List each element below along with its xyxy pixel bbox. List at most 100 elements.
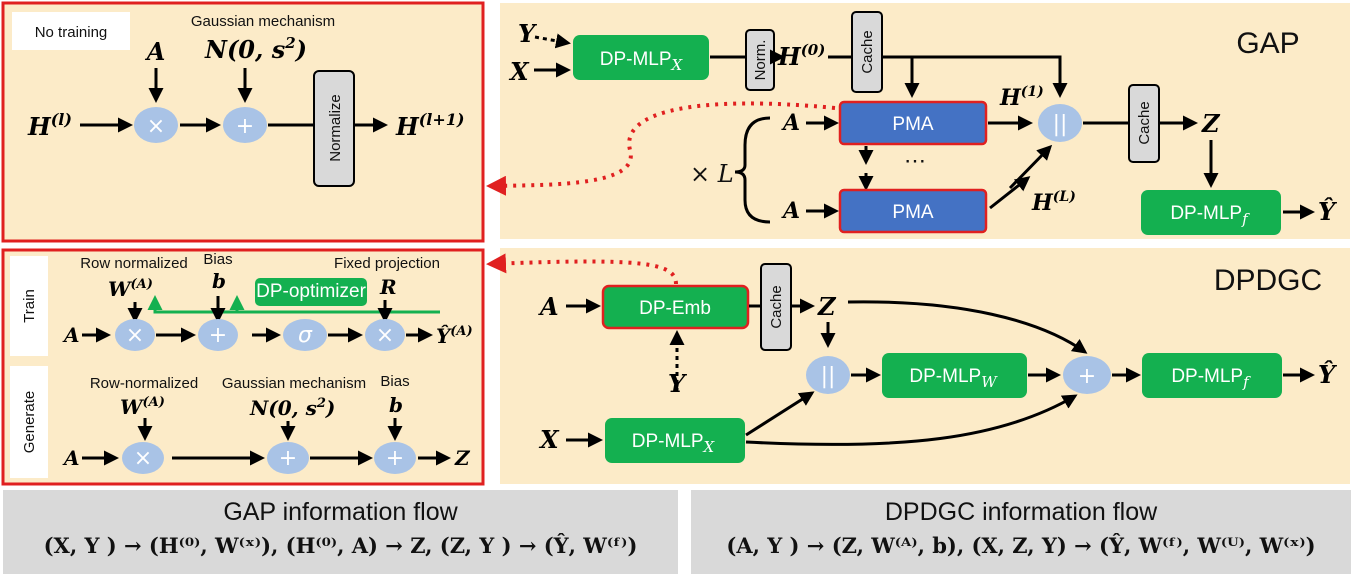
train-multiply-op-1 (115, 319, 155, 351)
svg-text:DP-MLPf: DP-MLPf (1171, 366, 1251, 391)
dpdgc-caption-title: DPDGC information flow (884, 498, 1158, 526)
svg-text:+: + (279, 446, 297, 471)
dpdgc-caption: DPDGC information flow (A, Y ) → (Z, W⁽ᴬ… (691, 490, 1351, 574)
svg-text:||: || (1053, 112, 1068, 137)
gen-a: A (62, 446, 80, 470)
noise-label: N(0, s2) (204, 34, 307, 64)
gap-cache-box-1 (851, 11, 883, 93)
normalize-box (313, 70, 355, 187)
add-op (223, 107, 267, 143)
svg-text:DP-Emb: DP-Emb (639, 298, 711, 319)
dpdgc-concat-op (806, 356, 850, 394)
no-training-box (12, 12, 130, 50)
h-l1-output: H(l+1) (395, 110, 464, 141)
dp-mlp-w-box (882, 353, 1027, 398)
gap-dp-mlp-f-box (1141, 190, 1281, 235)
dpdgc-var-a: A (538, 292, 559, 321)
dpdgc-cache-box (760, 263, 792, 351)
svg-text:PMA: PMA (892, 202, 934, 223)
multiply-op (134, 107, 178, 143)
train-a: A (62, 323, 80, 347)
gap-times-l: × L (690, 160, 734, 188)
h-l-input: H(l) (27, 110, 72, 141)
var-a: A (145, 37, 166, 66)
train-r: R (379, 275, 397, 299)
gen-b: b (389, 393, 403, 417)
gap-caption-formula: (X, Y ) → (H⁽⁰⁾, W⁽ˣ⁾), (H⁽⁰⁾, A) → Z, (… (43, 533, 638, 558)
train-multiply-op-2 (365, 319, 405, 351)
dpdgc-var-y: Y (668, 369, 688, 398)
gap-caption: GAP information flow (X, Y ) → (H⁽⁰⁾, W⁽… (3, 490, 678, 574)
train-add-op (198, 319, 238, 351)
gap-cache-box-2 (1128, 84, 1160, 163)
gap-yhat: Ŷ (1318, 197, 1338, 226)
gen-z: Z (454, 446, 471, 470)
no-training-label: No training (35, 24, 108, 41)
dpdgc-yhat: Ŷ (1318, 360, 1338, 389)
svg-text:+: + (209, 323, 227, 348)
gen-add-op-1 (267, 442, 309, 474)
train-tab (10, 256, 48, 356)
gap-pma-box-2 (838, 188, 988, 234)
svg-text:Generate: Generate (21, 391, 38, 454)
svg-text:DP-MLPf: DP-MLPf (1170, 203, 1250, 228)
gap-z: Z (1201, 109, 1221, 138)
dpdgc-var-x: X (538, 425, 560, 454)
normalize-label: Normalize (327, 94, 344, 162)
fixed-projection-label: Fixed projection (334, 255, 440, 272)
gap-dots: ⋯ (904, 148, 926, 173)
dpdgc-dp-mlp-f-box (1142, 353, 1282, 398)
row-normalized-gen-label: Row-normalized (90, 375, 198, 392)
svg-text:PMA: PMA (892, 114, 934, 135)
gap-caption-title: GAP information flow (223, 498, 458, 526)
gen-add-op-2 (374, 442, 416, 474)
svg-text:Train: Train (21, 289, 38, 323)
train-w: W(A) (108, 277, 153, 301)
row-normalized-label: Row normalized (80, 255, 188, 272)
svg-text:+: + (236, 114, 254, 139)
svg-text:Norm.: Norm. (752, 40, 769, 81)
gap-title: GAP (1236, 27, 1299, 60)
svg-text:×: × (134, 446, 152, 471)
svg-text:Cache: Cache (768, 285, 785, 328)
svg-text:Cache: Cache (1136, 101, 1153, 144)
svg-text:×: × (147, 114, 165, 139)
svg-text:DP-MLPX: DP-MLPX (600, 49, 684, 74)
gen-noise: N(0, s2) (249, 396, 335, 420)
gaussian-mechanism-gen-label: Gaussian mechanism (222, 375, 366, 392)
svg-text:+: + (386, 446, 404, 471)
dp-emb-box (601, 284, 750, 330)
gap-dp-mlp-x-box (573, 35, 709, 80)
gen-multiply-op (122, 442, 164, 474)
svg-text:DP-MLPW: DP-MLPW (909, 366, 998, 391)
bias-gen-label: Bias (380, 373, 409, 390)
svg-text:σ: σ (298, 323, 313, 348)
gaussian-mechanism-label: Gaussian mechanism (191, 13, 335, 30)
dp-optimizer-box (255, 278, 367, 306)
gap-pma-box-1 (838, 100, 988, 146)
dpdgc-dp-mlp-x-box (605, 418, 745, 463)
bias-label: Bias (203, 251, 232, 268)
dpdgc-var-z: Z (817, 292, 837, 321)
train-b: b (212, 269, 226, 293)
svg-text:||: || (821, 364, 836, 389)
train-sigma-op (283, 319, 327, 351)
svg-text:DP-optimizer: DP-optimizer (256, 281, 366, 302)
svg-text:Cache: Cache (859, 30, 876, 73)
gap-h1: H(1) (999, 84, 1044, 111)
train-yhat: Ŷ(A) (436, 324, 473, 348)
gap-a-2: A (781, 198, 800, 224)
gap-var-y: Y (518, 19, 538, 48)
generate-tab (10, 366, 48, 478)
gap-var-x: X (508, 57, 530, 86)
svg-text:+: + (1078, 364, 1096, 389)
svg-text:DP-MLPX: DP-MLPX (632, 431, 716, 456)
gen-w: W(A) (120, 395, 165, 419)
gap-concat-op (1038, 104, 1082, 142)
svg-text:×: × (376, 323, 394, 348)
dpdgc-add-op (1063, 356, 1111, 394)
gap-a-1: A (781, 110, 800, 136)
svg-text:×: × (126, 323, 144, 348)
gap-hl: H(L) (1031, 189, 1076, 216)
